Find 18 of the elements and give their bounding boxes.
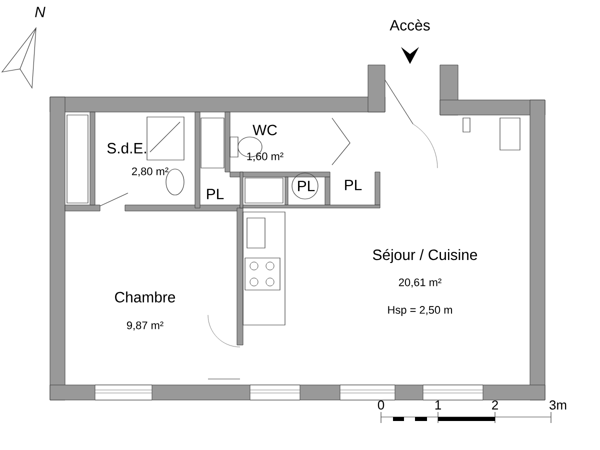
room-name: WC [252, 124, 277, 136]
room-name: Chambre [115, 292, 176, 302]
room-name: S.d.E. [107, 142, 146, 154]
room-info: Hsp = 2,50 m [388, 306, 452, 316]
room-info: 2,80 m² [132, 167, 168, 177]
room-name: Séjour / Cuisine [372, 248, 478, 264]
room-name: PL [207, 188, 224, 200]
room-name: PL [298, 180, 315, 192]
scale-label: 2 [492, 400, 498, 410]
compass-letter: N [35, 6, 46, 18]
access-label: Accès [390, 19, 430, 31]
scale-label: 0 [378, 400, 384, 410]
room-info: 9,87 m² [126, 321, 164, 331]
room-name: PL [345, 180, 362, 190]
room-info: 1,60 m² [247, 152, 284, 162]
room-info: 20,61 m² [398, 278, 442, 288]
scale-label: 3m [550, 400, 566, 410]
scale-label: 1 [435, 400, 441, 410]
